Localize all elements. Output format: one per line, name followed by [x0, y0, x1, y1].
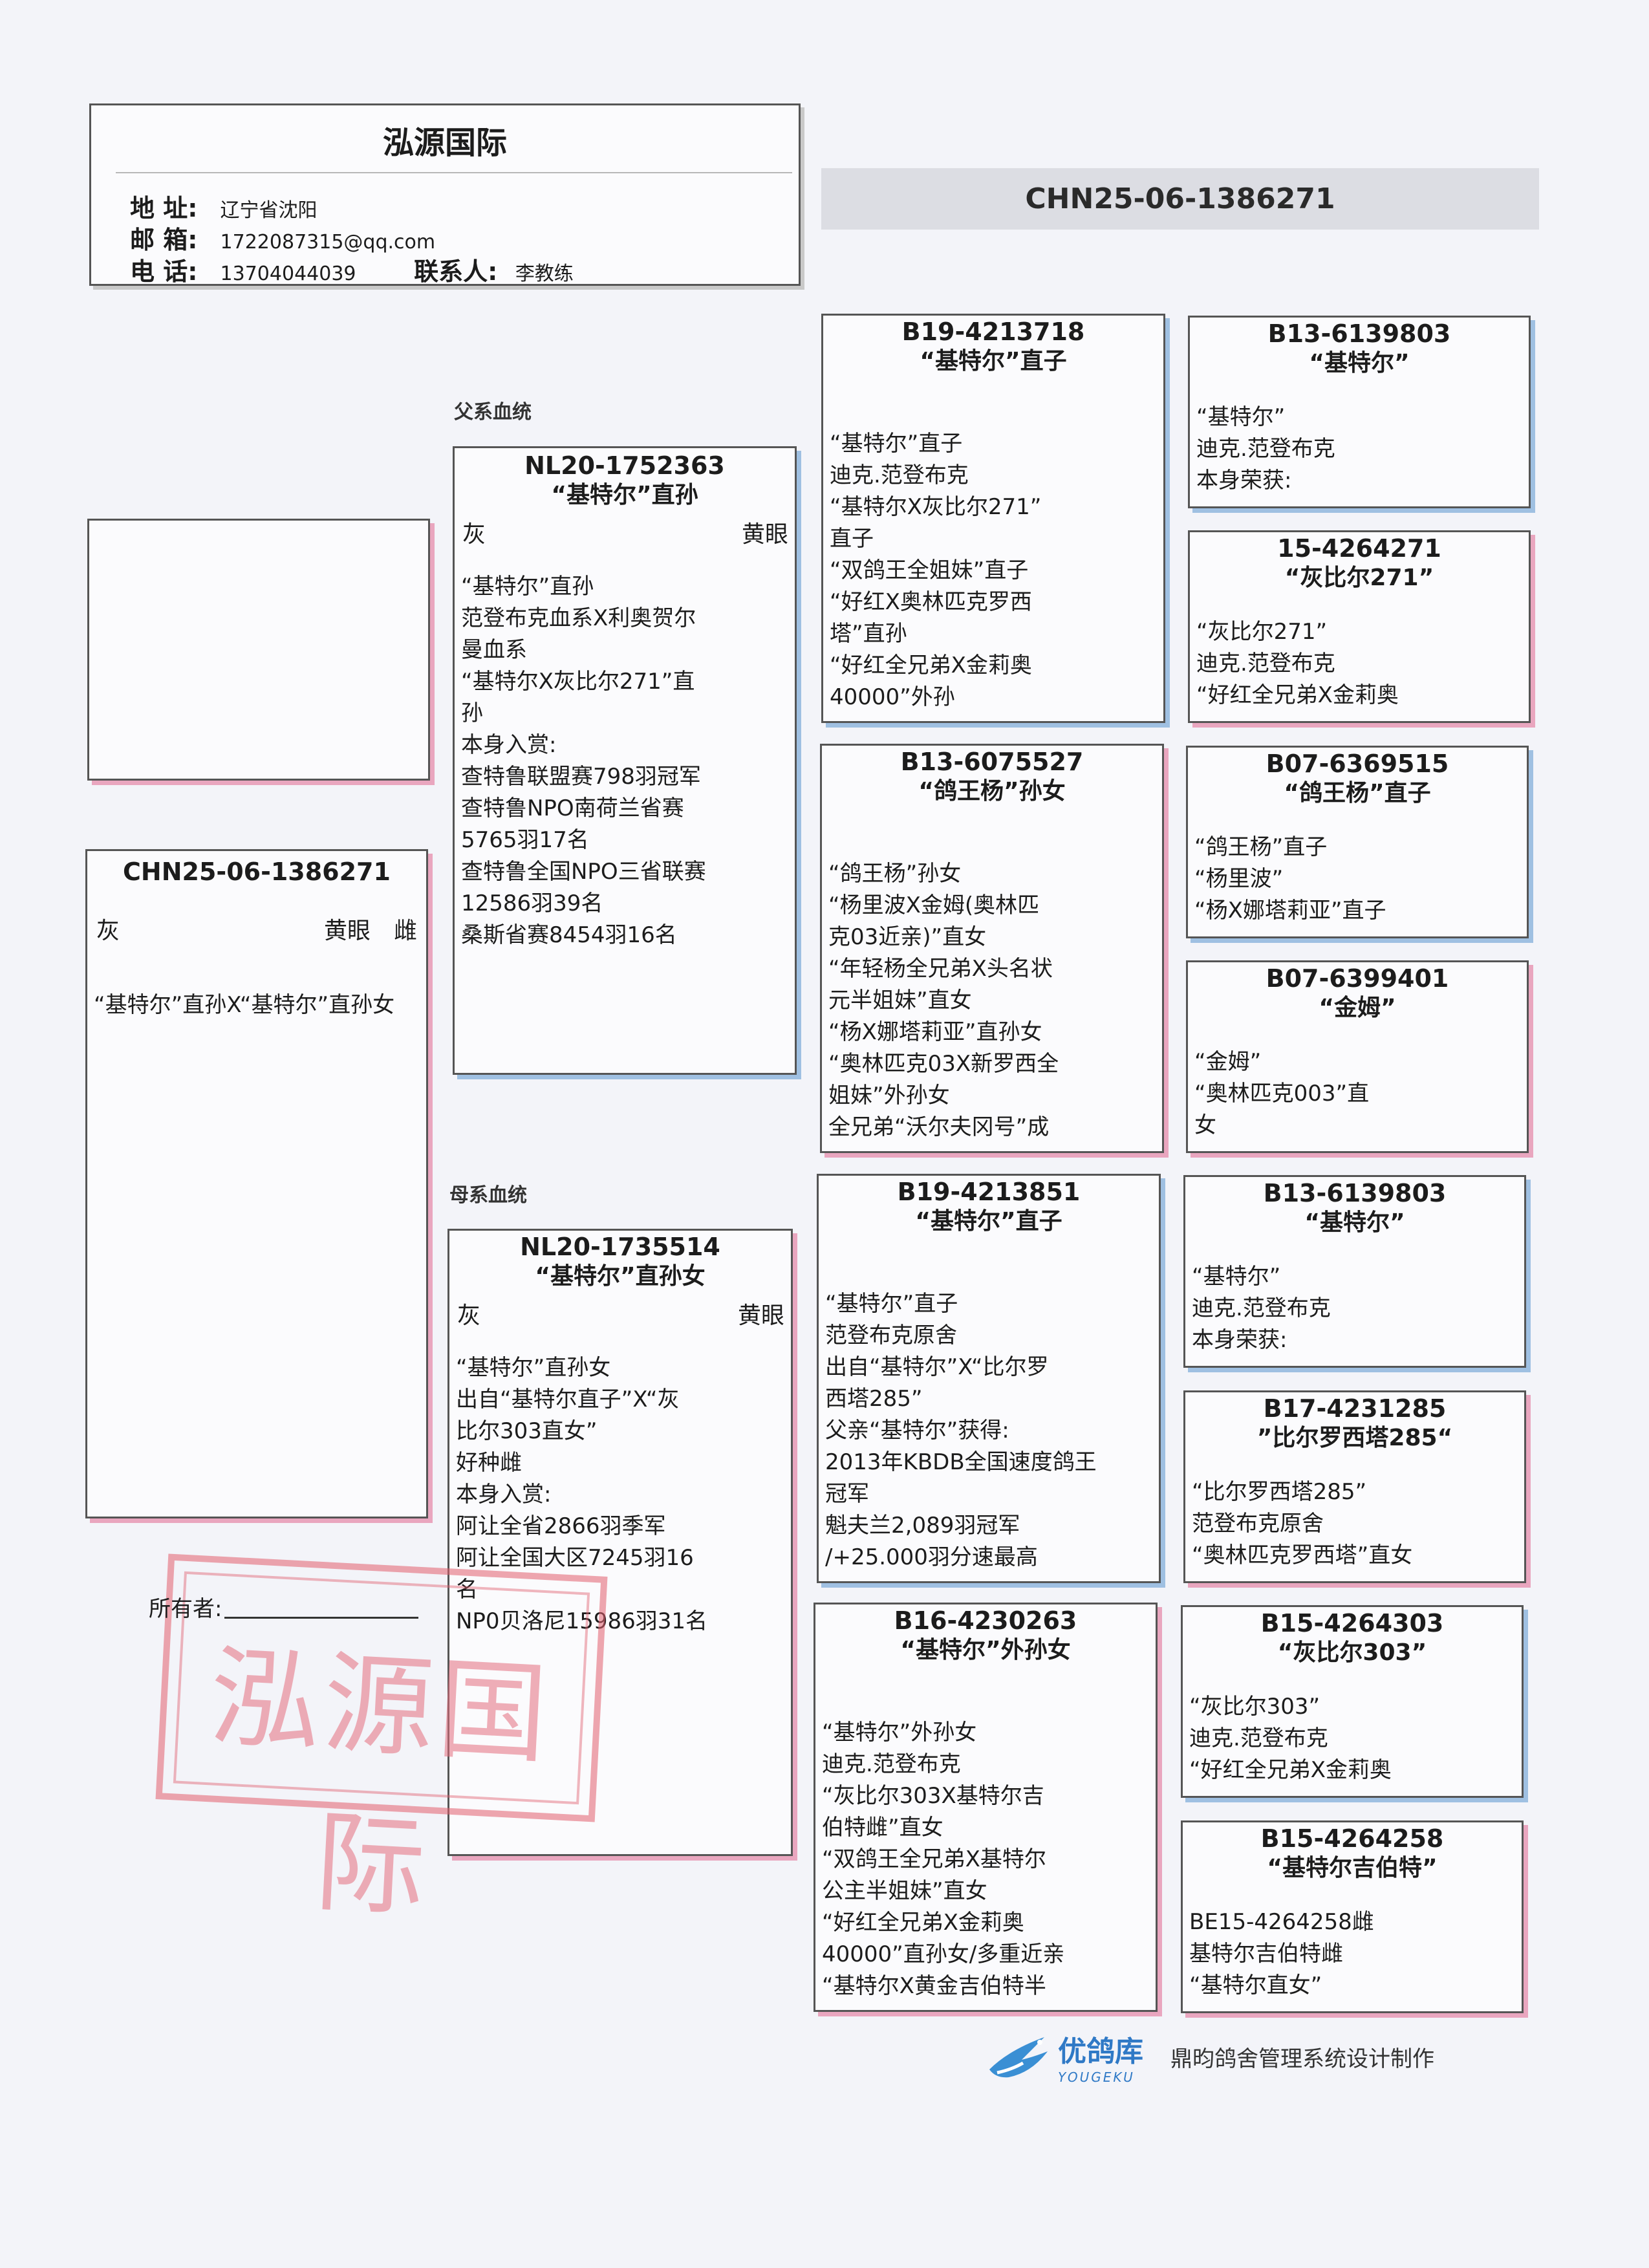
- address-row: 地 址: 辽宁省沈阳: [130, 188, 318, 224]
- great-grandparent-notes: “鸽王杨”直子 “杨里波” “杨X娜塔莉亚”直子: [1194, 834, 1386, 923]
- logo-chinese: 优鸽库: [1058, 2035, 1143, 2068]
- grandparent-ring-number: B19-4213718: [901, 318, 1085, 346]
- subject-eye-sex: 黄眼 雌: [323, 918, 417, 944]
- great-grandparent-card-2: 15-4264271 “灰比尔271” “灰比尔271” 迪克.范登布克 “好红…: [1188, 530, 1531, 723]
- loft-info-header: 泓源国际 地 址: 辽宁省沈阳 邮 箱: 1722087315@qq.com 电…: [89, 103, 801, 286]
- great-grandparent-notes: “灰比尔303” 迪克.范登布克 “好红全兄弟X金莉奥: [1189, 1694, 1392, 1783]
- grandparent-ring-number: B16-4230263: [894, 1606, 1077, 1635]
- great-grandparent-ring-number: B17-4231285: [1263, 1394, 1447, 1423]
- granddam-maternal-card: B16-4230263 “基特尔”外孙女 “基特尔”外孙女 迪克.范登布克 “灰…: [814, 1603, 1158, 2012]
- owner-underline: [224, 1617, 419, 1619]
- great-grandparent-name: ”比尔罗西塔285“: [1256, 1425, 1453, 1451]
- great-grandparent-ring-number: B15-4264303: [1260, 1609, 1444, 1637]
- dam-name: “基特尔”直孙女: [535, 1263, 706, 1290]
- great-grandparent-name: “基特尔吉伯特”: [1267, 1855, 1438, 1881]
- grandparent-notes: “鸽王杨”孙女 “杨里波X金姆(奥林匹 克03近亲)”直女 “年轻杨全兄弟X头名…: [828, 861, 1059, 1140]
- address-label: 地 址:: [130, 194, 198, 222]
- grandparent-name: “基特尔”外孙女: [900, 1637, 1071, 1663]
- great-grandparent-notes: BE15-4264258雌 基特尔吉伯特雌 “基特尔直女”: [1189, 1909, 1374, 1998]
- dam-ring-number: NL20-1735514: [520, 1233, 720, 1261]
- great-grandparent-name: “基特尔”: [1309, 350, 1410, 376]
- subject-traits: 灰 黄眼 雌: [87, 912, 426, 945]
- logo-text: 优鸽库 YOUGEKU: [1058, 2028, 1143, 2085]
- dam-eye: 黄眼: [737, 1302, 784, 1329]
- great-grandparent-notes: “比尔罗西塔285” 范登布克原舍 “奥林匹克罗西塔”直女: [1192, 1479, 1413, 1568]
- contact-value: 李教练: [515, 263, 574, 285]
- contact-label: 联系人:: [414, 257, 498, 286]
- grandparent-name: “鸽王杨”孙女: [918, 778, 1066, 805]
- great-grandparent-name: “基特尔”: [1304, 1209, 1405, 1236]
- great-grandparent-name: “金姆”: [1319, 995, 1396, 1021]
- grandparent-notes: “基特尔”直子 迪克.范登布克 “基特尔X灰比尔271” 直子 “双鸽王全姐妹”…: [830, 431, 1042, 710]
- dam-notes: “基特尔”直孙女 出自“基特尔直子”X“灰 比尔303直女” 好种雌 本身入赏:…: [456, 1355, 707, 1634]
- great-grandparent-card-4: B07-6399401 “金姆” “金姆” “奥林匹克003”直 女: [1186, 960, 1529, 1153]
- paternal-label: 父系血统: [454, 401, 532, 424]
- sire-eye: 黄眼: [741, 521, 788, 548]
- great-grandparent-card-1: B13-6139803 “基特尔” “基特尔” 迪克.范登布克 本身荣获:: [1188, 316, 1531, 508]
- maternal-label: 母系血统: [449, 1184, 527, 1207]
- great-grandparent-notes: “基特尔” 迪克.范登布克 本身荣获:: [1192, 1264, 1331, 1353]
- grandparent-ring-number: B19-4213851: [897, 1178, 1081, 1206]
- great-grandparent-card-3: B07-6369515 “鸽王杨”直子 “鸽王杨”直子 “杨里波” “杨X娜塔莉…: [1186, 746, 1529, 938]
- pigeon-id-bar: CHN25-06-1386271: [821, 168, 1539, 230]
- stamp-text: 泓源国际: [206, 1634, 555, 1933]
- great-grandparent-card-5: B13-6139803 “基特尔” “基特尔” 迪克.范登布克 本身荣获:: [1183, 1175, 1526, 1368]
- subject-description: “基特尔”直孙X“基特尔”直孙女: [94, 992, 395, 1018]
- great-grandparent-ring-number: B07-6369515: [1266, 750, 1449, 778]
- granddam-paternal-card: B13-6075527 “鸽王杨”孙女 “鸽王杨”孙女 “杨里波X金姆(奥林匹 …: [820, 744, 1164, 1153]
- phone-label: 电 话:: [130, 257, 198, 286]
- pigeon-photo-placeholder: [87, 519, 430, 781]
- email-label: 邮 箱:: [130, 226, 198, 254]
- great-grandparent-ring-number: B15-4264258: [1260, 1824, 1444, 1853]
- grandparent-name: “基特尔”直子: [915, 1208, 1062, 1235]
- dam-color: 灰: [457, 1302, 481, 1329]
- sire-notes: “基特尔”直孙 范登布克血系X利奥贺尔 曼血系 “基特尔X灰比尔271”直 孙 …: [461, 574, 706, 948]
- header-divider: [116, 172, 792, 173]
- phone-value: 13704044039: [220, 263, 356, 285]
- grandparent-notes: “基特尔”外孙女 迪克.范登布克 “灰比尔303X基特尔吉 伯特雌”直女 “双鸽…: [822, 1720, 1065, 1999]
- email-value: 1722087315@qq.com: [220, 231, 436, 254]
- great-grandparent-name: “鸽王杨”直子: [1284, 780, 1431, 806]
- sire-name: “基特尔”直孙: [551, 482, 698, 508]
- great-grandparent-notes: “灰比尔271” 迪克.范登布克 “好红全兄弟X金莉奥: [1196, 619, 1399, 708]
- dam-traits: 灰 黄眼: [449, 1297, 791, 1330]
- sire-card: NL20-1752363 “基特尔”直孙 灰 黄眼 “基特尔”直孙 范登布克血系…: [453, 446, 797, 1075]
- bird-logo-icon: [989, 2037, 1048, 2078]
- footer-branding: 优鸽库 YOUGEKU 鼎昀鸽舍管理系统设计制作: [983, 2018, 1434, 2095]
- great-grandparent-ring-number: B07-6399401: [1266, 964, 1449, 993]
- great-grandparent-ring-number: 15-4264271: [1277, 534, 1441, 563]
- great-grandparent-card-7: B15-4264303 “灰比尔303” “灰比尔303” 迪克.范登布克 “好…: [1181, 1605, 1524, 1798]
- phone-row: 电 话: 13704044039 联系人: 李教练: [130, 252, 574, 286]
- great-grandparent-card-8: B15-4264258 “基特尔吉伯特” BE15-4264258雌 基特尔吉伯…: [1181, 1820, 1524, 2013]
- dam-card: NL20-1735514 “基特尔”直孙女 灰 黄眼 “基特尔”直孙女 出自“基…: [447, 1229, 793, 1856]
- grandparent-ring-number: B13-6075527: [900, 748, 1084, 776]
- sire-traits: 灰 黄眼: [455, 515, 795, 549]
- grandparent-notes: “基特尔”直子 范登布克原舍 出自“基特尔”X“比尔罗 西塔285” 父亲“基特…: [825, 1291, 1097, 1570]
- subject-pigeon-card: CHN25-06-1386271 灰 黄眼 雌 “基特尔”直孙X“基特尔”直孙女: [85, 849, 428, 1518]
- great-grandparent-notes: “基特尔” 迪克.范登布克 本身荣获:: [1196, 404, 1335, 493]
- subject-color: 灰: [96, 918, 120, 944]
- great-grandparent-card-6: B17-4231285 ”比尔罗西塔285“ “比尔罗西塔285” 范登布克原舍…: [1183, 1390, 1526, 1583]
- grandsire-paternal-card: B19-4213718 “基特尔”直子 “基特尔”直子 迪克.范登布克 “基特尔…: [821, 314, 1165, 723]
- grandparent-name: “基特尔”直子: [920, 348, 1067, 374]
- loft-name: 泓源国际: [382, 125, 507, 161]
- great-grandparent-ring-number: B13-6139803: [1263, 1179, 1447, 1207]
- subject-ring-number: CHN25-06-1386271: [123, 858, 391, 886]
- owner-label: 所有者:: [149, 1596, 222, 1622]
- great-grandparent-name: “灰比尔303”: [1277, 1639, 1427, 1666]
- system-credit: 鼎昀鸽舍管理系统设计制作: [1170, 2046, 1434, 2072]
- great-grandparent-ring-number: B13-6139803: [1267, 319, 1451, 348]
- sire-ring-number: NL20-1752363: [524, 451, 725, 480]
- sire-color: 灰: [462, 521, 486, 548]
- owner-signature-line: 所有者:: [149, 1591, 419, 1623]
- grandsire-maternal-card: B19-4213851 “基特尔”直子 “基特尔”直子 范登布克原舍 出自“基特…: [817, 1174, 1161, 1583]
- logo-english: YOUGEKU: [1058, 2069, 1135, 2085]
- great-grandparent-name: “灰比尔271”: [1284, 565, 1434, 591]
- email-row: 邮 箱: 1722087315@qq.com: [130, 220, 435, 255]
- great-grandparent-notes: “金姆” “奥林匹克003”直 女: [1194, 1049, 1370, 1138]
- address-value: 辽宁省沈阳: [220, 199, 318, 222]
